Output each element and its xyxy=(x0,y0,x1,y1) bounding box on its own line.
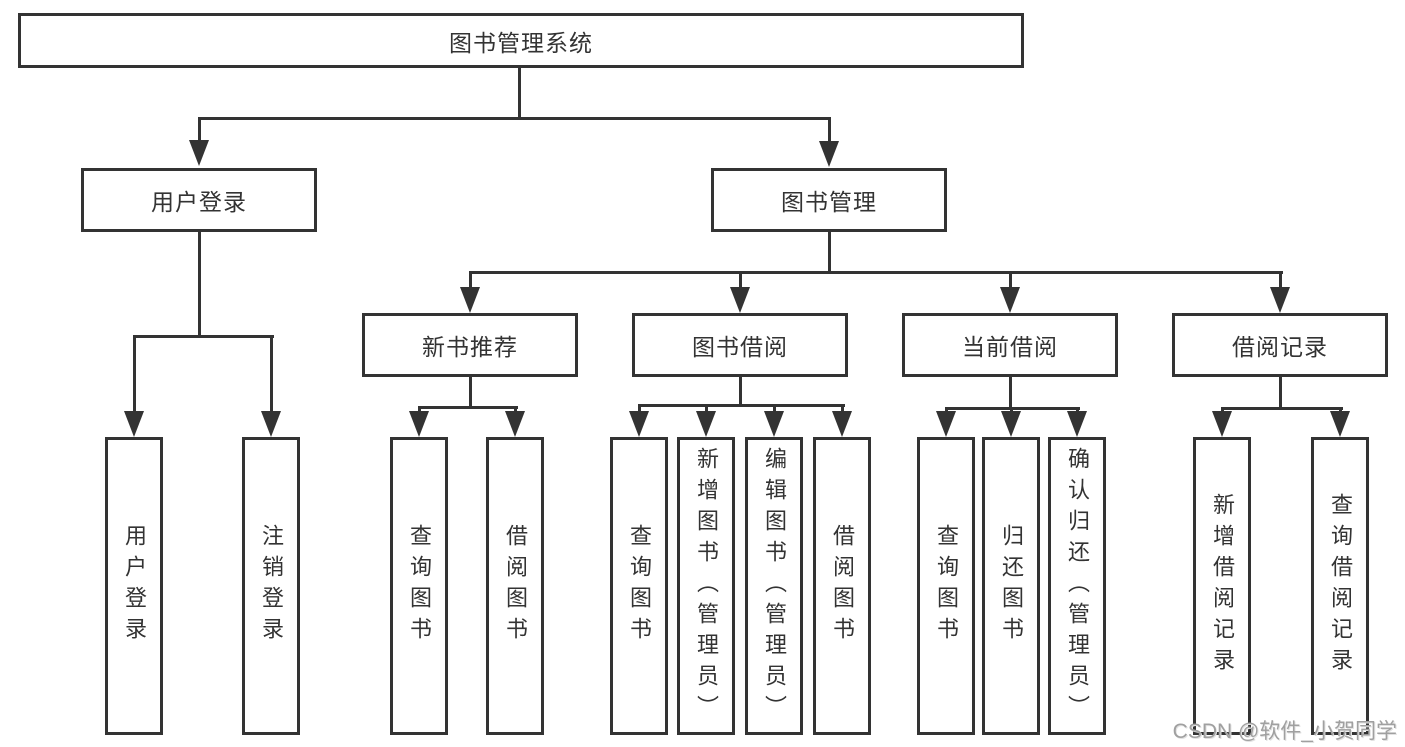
connector-line-vertical xyxy=(739,271,742,291)
node-current-borrowing: 当前借阅 xyxy=(902,313,1118,377)
connector-line-vertical xyxy=(469,377,472,409)
arrow-down-icon xyxy=(189,140,209,166)
arrow-down-icon xyxy=(1000,287,1020,313)
leaf-label: 查询图书 xyxy=(934,524,959,648)
leaf-label: 编辑图书（管理员） xyxy=(762,446,787,726)
leaf-confirm-return-admin: 确认归还（管理员） xyxy=(1048,437,1106,735)
connector-line-vertical xyxy=(773,404,776,416)
node-label: 当前借阅 xyxy=(962,334,1058,360)
leaf-return-books: 归还图书 xyxy=(982,437,1040,735)
node-book-management: 图书管理 xyxy=(711,168,947,232)
arrow-down-icon xyxy=(1330,411,1350,437)
connector-line-vertical xyxy=(133,335,136,415)
arrow-down-icon xyxy=(629,411,649,437)
arrow-down-icon xyxy=(1067,411,1087,437)
node-book-borrowing: 图书借阅 xyxy=(632,313,848,377)
leaf-borrow-books-borrowing: 借阅图书 xyxy=(813,437,871,735)
connector-line-vertical xyxy=(828,117,831,145)
leaf-label: 归还图书 xyxy=(999,524,1024,648)
connector-line-horizontal xyxy=(133,335,274,338)
arrow-down-icon xyxy=(936,411,956,437)
connector-line-horizontal xyxy=(638,404,845,407)
leaf-query-books-borrowing: 查询图书 xyxy=(610,437,668,735)
arrow-down-icon xyxy=(261,411,281,437)
leaf-edit-book-admin: 编辑图书（管理员） xyxy=(745,437,803,735)
leaf-add-book-admin: 新增图书（管理员） xyxy=(677,437,735,735)
connector-line-horizontal xyxy=(469,271,1283,274)
node-label: 图书管理 xyxy=(781,189,877,215)
connector-line-vertical xyxy=(198,232,201,338)
leaf-label: 用户登录 xyxy=(122,524,147,648)
node-label: 用户登录 xyxy=(151,189,247,215)
node-label: 图书管理系统 xyxy=(449,29,593,56)
connector-line-vertical xyxy=(1279,377,1282,409)
leaf-label: 借阅图书 xyxy=(830,524,855,648)
connector-line-horizontal xyxy=(198,117,830,120)
node-label: 图书借阅 xyxy=(692,334,788,360)
leaf-logout: 注销登录 xyxy=(242,437,300,735)
connector-line-horizontal xyxy=(1221,407,1343,410)
leaf-label: 新增图书（管理员） xyxy=(694,446,719,726)
node-label: 借阅记录 xyxy=(1232,334,1328,360)
arrow-down-icon xyxy=(460,287,480,313)
leaf-label: 查询借阅记录 xyxy=(1328,493,1353,679)
connector-line-vertical xyxy=(828,232,831,274)
connector-line-vertical xyxy=(1009,377,1012,409)
arrow-down-icon xyxy=(819,141,839,167)
csdn-watermark: CSDN @软件_小贺同学 xyxy=(1172,720,1397,743)
leaf-query-books-current: 查询图书 xyxy=(917,437,975,735)
arrow-down-icon xyxy=(1212,411,1232,437)
arrow-down-icon xyxy=(124,411,144,437)
connector-line-vertical xyxy=(198,117,201,145)
connector-line-vertical xyxy=(638,404,641,416)
connector-line-vertical xyxy=(739,377,742,407)
leaf-query-books-recommendation: 查询图书 xyxy=(390,437,448,735)
connector-line-vertical xyxy=(705,404,708,416)
arrow-down-icon xyxy=(1270,287,1290,313)
leaf-label: 查询图书 xyxy=(627,524,652,648)
leaf-add-borrow-record: 新增借阅记录 xyxy=(1193,437,1251,735)
arrow-down-icon xyxy=(832,411,852,437)
connector-line-vertical xyxy=(1279,271,1282,291)
arrow-down-icon xyxy=(764,411,784,437)
leaf-borrow-books-recommendation: 借阅图书 xyxy=(486,437,544,735)
node-user-login: 用户登录 xyxy=(81,168,317,232)
arrow-down-icon xyxy=(409,411,429,437)
leaf-label: 注销登录 xyxy=(259,524,284,648)
arrow-down-icon xyxy=(1001,411,1021,437)
arrow-down-icon xyxy=(730,287,750,313)
leaf-query-borrow-record: 查询借阅记录 xyxy=(1311,437,1369,735)
connector-line-vertical xyxy=(518,68,521,118)
leaf-label: 借阅图书 xyxy=(503,524,528,648)
connector-line-vertical xyxy=(841,404,844,416)
connector-line-horizontal xyxy=(418,406,518,409)
leaf-label: 查询图书 xyxy=(407,524,432,648)
node-borrowing-records: 借阅记录 xyxy=(1172,313,1388,377)
leaf-label: 确认归还（管理员） xyxy=(1065,446,1090,726)
node-label: 新书推荐 xyxy=(422,334,518,360)
arrow-down-icon xyxy=(696,411,716,437)
leaf-label: 新增借阅记录 xyxy=(1210,493,1235,679)
leaf-user-login: 用户登录 xyxy=(105,437,163,735)
connector-line-vertical xyxy=(270,335,273,415)
node-new-book-recommendation: 新书推荐 xyxy=(362,313,578,377)
node-library-management-system: 图书管理系统 xyxy=(18,13,1024,68)
connector-line-vertical xyxy=(1009,271,1012,291)
arrow-down-icon xyxy=(505,411,525,437)
connector-line-vertical xyxy=(469,271,472,291)
